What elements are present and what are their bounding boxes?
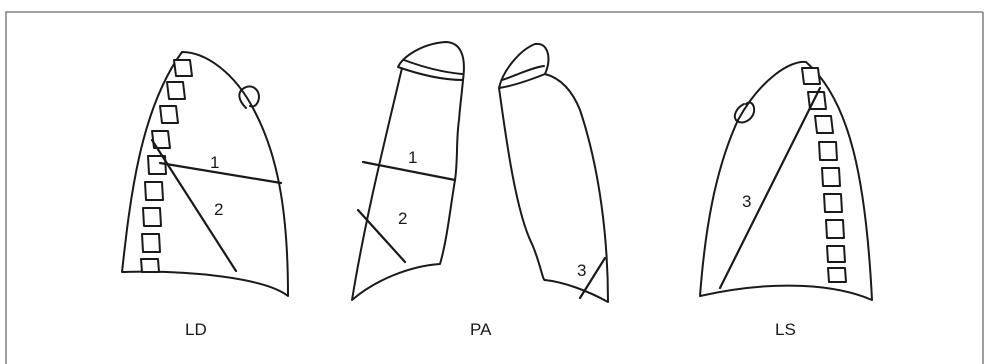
ls-vertebra-3 (815, 116, 833, 133)
ld-vertebra-2 (167, 82, 185, 99)
pa-fissure-label-2: 2 (398, 209, 407, 228)
ls-vertebra-1 (802, 68, 820, 84)
ls-fissure-label-3: 3 (742, 192, 751, 211)
ld-fissure-label-2: 2 (214, 200, 223, 219)
ls-vertebra-7 (826, 220, 844, 238)
ls-vertebra-5 (822, 168, 840, 186)
ls-vertebra-8 (827, 246, 845, 262)
ls-vertebra-4 (819, 142, 837, 160)
ls-lung-outline (700, 62, 872, 300)
ld-vertebra-6 (145, 182, 163, 200)
ld-vertebra-9 (141, 259, 159, 272)
ls-view-label: LS (775, 320, 796, 339)
ld-view-label: LD (185, 320, 207, 339)
ld-fissure-label-1: 1 (210, 153, 219, 172)
panel-pa: 1 2 3 PA (352, 42, 608, 339)
pa-fissure-label-3: 3 (577, 261, 586, 280)
ls-vertebra-6 (824, 194, 842, 212)
ld-vertebra-1 (174, 60, 192, 76)
figure-frame-top-left (6, 12, 100, 364)
panel-ls: 3 LS (700, 62, 872, 339)
pa-left-lung-outline (499, 74, 608, 302)
ld-vertebra-7 (143, 208, 161, 226)
pa-right-lung-outline (352, 68, 463, 300)
ld-vertebra-8 (142, 234, 160, 252)
panel-ld: 1 2 LD (122, 52, 288, 339)
pa-fissure-label-1: 1 (408, 148, 417, 167)
ld-vertebra-3 (160, 106, 178, 123)
ls-vertebra-9 (828, 268, 846, 282)
pa-view-label: PA (470, 320, 492, 339)
